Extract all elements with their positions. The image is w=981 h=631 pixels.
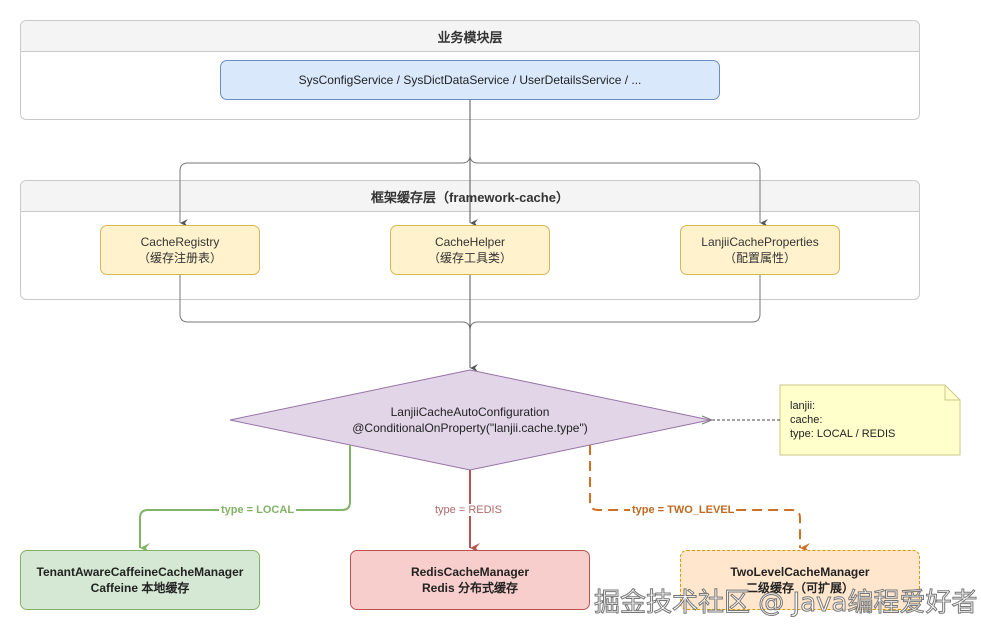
edge-two-level-label: type = TWO_LEVEL (630, 504, 737, 516)
config-note: lanjii: cache: type: LOCAL / REDIS (790, 399, 895, 441)
cache-properties-node: LanjiiCacheProperties （配置属性） (680, 225, 840, 275)
redis-manager-desc: Redis 分布式缓存 (421, 581, 518, 595)
redis-manager-node: RedisCacheManager Redis 分布式缓存 (350, 550, 590, 610)
caffeine-manager-name: TenantAwareCaffeineCacheManager (36, 565, 244, 579)
config-note-shape (779, 384, 961, 456)
watermark: 掘金技术社区 @ Java编程爱好者 (593, 588, 978, 619)
cache-helper-name: CacheHelper (434, 235, 506, 249)
edge-services-to-properties (469, 154, 768, 227)
edge-redis-label: type = REDIS (433, 504, 504, 516)
caffeine-manager-desc: Caffeine 本地缓存 (90, 581, 190, 595)
cache-properties-name: LanjiiCacheProperties (701, 235, 819, 249)
two-level-manager-node: TwoLevelCacheManager 二级缓存（可扩展） (680, 550, 920, 610)
cache-registry-desc: （缓存注册表） (137, 251, 222, 265)
cache-registry-node: CacheRegistry （缓存注册表） (100, 225, 260, 275)
edge-local-label: type = LOCAL (219, 504, 297, 516)
edge-services-to-registry (179, 154, 471, 227)
caffeine-manager-node: TenantAwareCaffeineCacheManager Caffeine… (20, 550, 260, 610)
note-line: type: LOCAL / REDIS (790, 428, 896, 440)
auto-config-condition: @ConditionalOnProperty("lanjii.cache.typ… (352, 421, 588, 435)
note-line: cache: (790, 414, 823, 426)
cache-helper-node: CacheHelper （缓存工具类） (390, 225, 550, 275)
cache-registry-name: CacheRegistry (140, 235, 220, 249)
cache-helper-desc: （缓存工具类） (427, 251, 512, 265)
auto-config-label: LanjiiCacheAutoConfiguration @Conditiona… (230, 370, 710, 470)
redis-manager-name: RedisCacheManager (410, 565, 530, 579)
services-label: SysConfigService / SysDictDataService / … (298, 73, 642, 87)
two-level-manager-desc: 二级缓存（可扩展） (745, 581, 854, 595)
business-layer-title: 业务模块层 (21, 21, 919, 52)
edge-registry-to-config (179, 275, 471, 331)
auto-config-name: LanjiiCacheAutoConfiguration (390, 405, 550, 419)
services-node: SysConfigService / SysDictDataService / … (220, 60, 720, 100)
cache-properties-desc: （配置属性） (723, 251, 796, 265)
two-level-manager-name: TwoLevelCacheManager (730, 565, 870, 579)
edge-properties-to-config (469, 275, 761, 331)
note-line: lanjii: (790, 400, 816, 412)
